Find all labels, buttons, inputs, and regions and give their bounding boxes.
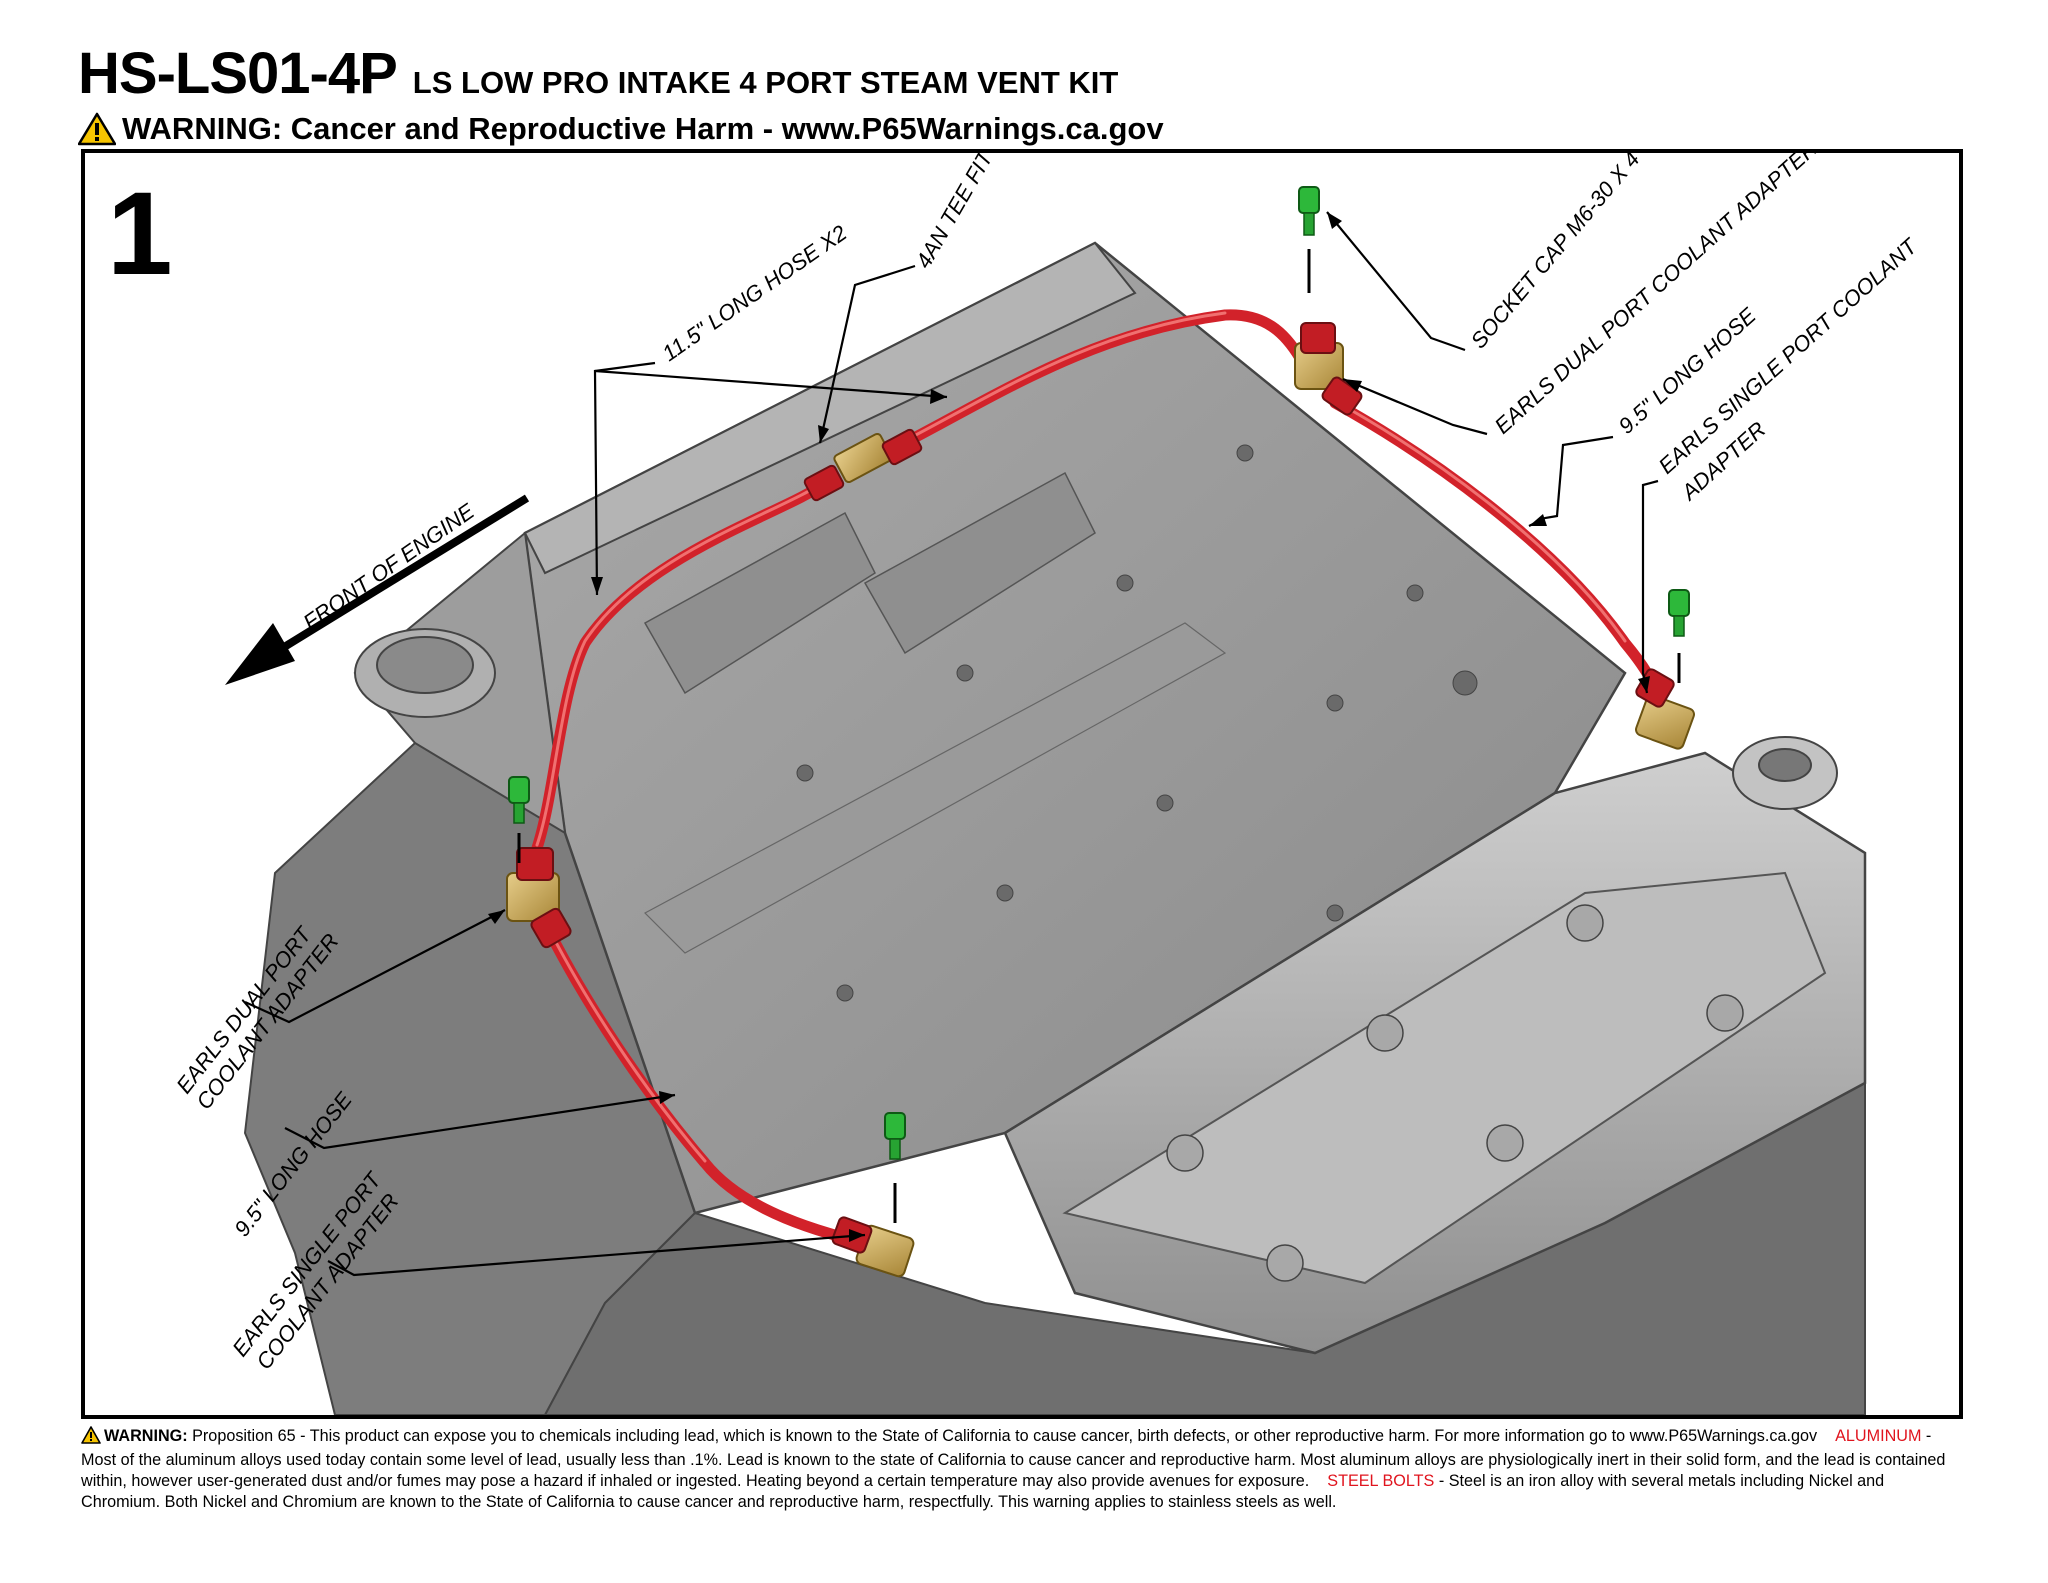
tee-fitting <box>803 428 923 502</box>
label-hose-right: 9.5" LONG HOSE <box>1614 303 1761 439</box>
leader-socket-cap <box>1326 211 1466 352</box>
footer-warning: WARNING: Proposition 65 - This product c… <box>81 1426 1963 1513</box>
footer-aluminum-text: - Most of the aluminum alloys used today… <box>81 1427 1946 1490</box>
dual-port-adapter-top <box>1294 322 1363 416</box>
valve-cover-top <box>1062 871 1827 1285</box>
leader-hose-right <box>1528 435 1614 527</box>
warning-text: WARNING: Cancer and Reproductive Harm - … <box>122 111 1164 146</box>
leader-dual-left <box>244 909 506 1024</box>
leader-dual-top <box>1342 377 1488 436</box>
bolt-left-icon <box>508 776 530 863</box>
bolt-top-icon <box>1298 186 1320 293</box>
engine-diagram: 11.5" LONG HOSE X2 4AN TEE FITTING SOCKE… <box>171 153 1923 1415</box>
kit-name: LS LOW PRO INTAKE 4 PORT STEAM VENT KIT <box>412 65 1119 100</box>
bolt-right-icon <box>1668 589 1690 683</box>
dual-port-adapter-left <box>506 847 572 949</box>
footer-warning-label: WARNING: <box>104 1427 188 1445</box>
warning-triangle-icon <box>78 112 116 146</box>
footer-prop65-text: Proposition 65 - This product can expose… <box>187 1427 1818 1445</box>
single-port-adapter-left <box>831 1216 915 1278</box>
footer-steel-text: - Steel is an iron alloy with several me… <box>81 1472 1885 1511</box>
leader-arrowheads <box>488 212 1650 1242</box>
title-row: HS-LS01-4P LS LOW PRO INTAKE 4 PORT STEA… <box>78 40 1978 107</box>
cover-bolt-bosses <box>1166 904 1744 1282</box>
label-hose-long: 11.5" LONG HOSE X2 <box>658 220 852 366</box>
footer-aluminum-label: ALUMINUM <box>1835 1427 1922 1445</box>
bolt-bottom-icon <box>884 1112 906 1223</box>
part-number: HS-LS01-4P <box>78 41 398 106</box>
front-arrow-icon <box>225 494 530 685</box>
socket-cap-bolts <box>508 186 1690 1223</box>
deck-rib-2 <box>863 471 1096 655</box>
diagram-frame: 1 <box>81 149 1963 1419</box>
hose-11-5-right <box>879 309 1306 459</box>
footer-warning-triangle-icon <box>81 1426 101 1450</box>
step-number: 1 <box>107 168 173 300</box>
left-head-rail <box>523 241 1137 575</box>
engine-block <box>243 241 1867 1415</box>
label-tee-fitting: 4AN TEE FITTING <box>911 153 1024 273</box>
warning-line: WARNING: Cancer and Reproductive Harm - … <box>78 111 1978 147</box>
deck-rib-1 <box>643 511 876 695</box>
fittings <box>506 322 1695 1278</box>
oil-fill-hole <box>1758 748 1812 782</box>
hose-highlights <box>535 311 1627 1163</box>
footer-steel-label: STEEL BOLTS <box>1327 1472 1435 1490</box>
leader-single-left <box>327 1233 866 1277</box>
deck-crease <box>644 622 1227 954</box>
deck-bolt-holes <box>796 444 1478 1002</box>
leader-hose-left <box>284 1093 676 1150</box>
header: HS-LS01-4P LS LOW PRO INTAKE 4 PORT STEA… <box>78 40 1978 147</box>
front-boss-bore <box>376 636 474 694</box>
leader-hose-long-b <box>594 369 948 399</box>
leader-tee <box>818 264 916 444</box>
